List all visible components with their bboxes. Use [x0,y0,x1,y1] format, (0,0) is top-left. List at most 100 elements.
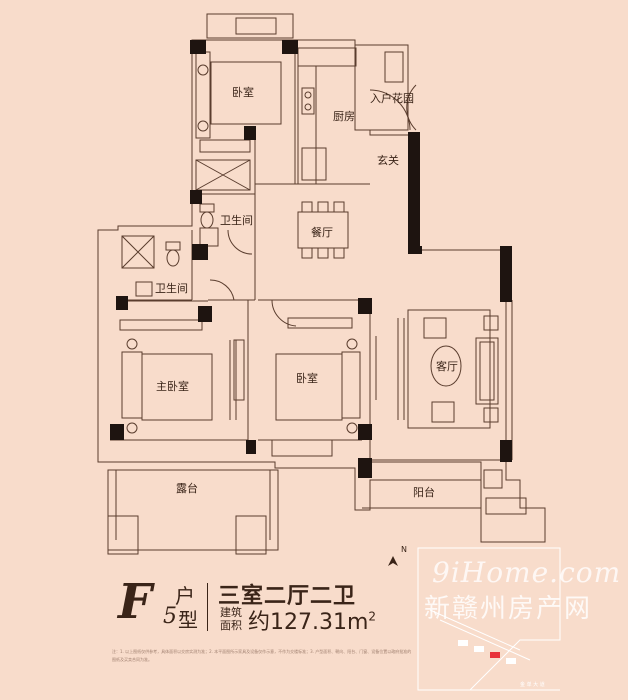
wall-block [190,40,206,54]
master-desk [233,339,245,401]
toilet-left-bowl [166,249,180,267]
sink-left [135,281,153,297]
fridge [301,147,327,181]
master-headboard [121,351,143,419]
wall-block [408,246,422,254]
balcony-outline [362,461,482,509]
entry-garden-outline [355,44,409,131]
wall-block [244,126,256,140]
top-bed [210,61,282,125]
sofa-cushion [479,341,495,401]
wall-block [282,40,298,54]
top-balcony-outline [206,13,294,39]
room-kitchen: 厨房 [333,110,355,123]
room-balcony: 阳台 [413,485,435,499]
window-mid [369,336,377,400]
wall-block [246,440,256,454]
shower-left-cross [121,235,155,269]
wall-block [116,296,128,310]
sink-mid [199,227,219,247]
armchair-2 [431,401,455,423]
room-foyer: 玄关 [377,153,399,167]
mid-headboard [341,351,361,419]
wall-block [500,246,512,302]
room-entry-garden: 入户花园 [370,91,414,105]
shower-top [195,159,251,191]
ac-unit-balcony [485,497,527,515]
chair-3 [333,201,345,213]
bath-door-arc [227,229,253,255]
room-bathroom-mid: 卫生间 [220,213,253,227]
top-closet [199,139,251,153]
window-living-east [505,300,513,460]
wall-east [408,132,420,252]
mid-bed [275,353,343,421]
outer-outline [97,39,546,543]
master-lamp-1 [126,338,138,350]
armchair-1 [423,317,447,339]
room-bathroom-left: 卫生间 [155,281,188,295]
room-bedroom-top: 卧室 [232,85,254,99]
coffee-table [430,345,462,387]
entry-door-arc [369,89,411,131]
mid-lamp-1 [346,338,358,350]
master-wardrobe [119,319,203,331]
shower-left [121,235,155,269]
terrace-rails [115,470,271,540]
room-bedroom-mid: 卧室 [296,371,318,385]
garden-cabinet [384,51,404,83]
ac-unit-bottom [271,439,333,457]
toilet-mid-bowl [200,211,214,229]
planter-right [235,515,267,555]
stove [301,87,315,115]
wall-block [110,424,124,440]
window-master [229,340,237,420]
terrace-outline [107,469,279,551]
wall-block [192,244,208,260]
site-road-label: 金 单 大 道 [520,681,545,688]
chair-2 [317,201,329,213]
site-building [474,646,484,652]
washer [483,469,503,489]
shower-top-cross [195,159,251,191]
side-table-1 [483,315,499,331]
mid-wardrobe [287,317,353,329]
side-table-2 [483,407,499,423]
top-lamp-1 [197,64,209,76]
site-building-highlight [490,652,500,658]
wall-block [190,190,202,204]
room-living: 客厅 [436,359,458,373]
room-master-bedroom: 主卧室 [156,379,189,393]
master-door-arc [209,279,235,301]
site-building [506,658,516,664]
chair-5 [317,247,329,259]
toilet-left-tank [165,241,181,251]
mid-lamp-2 [346,422,358,434]
site-building [458,640,468,646]
stove-burner-2 [304,103,312,111]
wall-block [358,458,372,478]
stove-burner-1 [304,91,312,99]
window-living [397,318,405,420]
chair-1 [301,201,313,213]
lower-partitions [118,299,506,461]
wall-block [500,440,512,462]
interior-partitions [118,42,370,301]
kitchen-counter-side [297,65,317,185]
room-terrace: 露台 [176,481,198,495]
toilet-mid-tank [199,203,215,213]
site-map: 金 单 大 道 [417,547,561,691]
room-dining: 餐厅 [311,225,333,239]
living-rug [407,309,491,429]
chair-6 [333,247,345,259]
wall-block [358,298,372,314]
compass-icon: N [388,545,407,566]
top-lamp-2 [197,120,209,132]
master-lamp-2 [126,422,138,434]
wall-block [198,306,212,322]
wall-block [358,424,372,440]
kitchen-counter-top [297,47,357,67]
mid-door-arc [271,299,297,327]
chair-4 [301,247,313,259]
